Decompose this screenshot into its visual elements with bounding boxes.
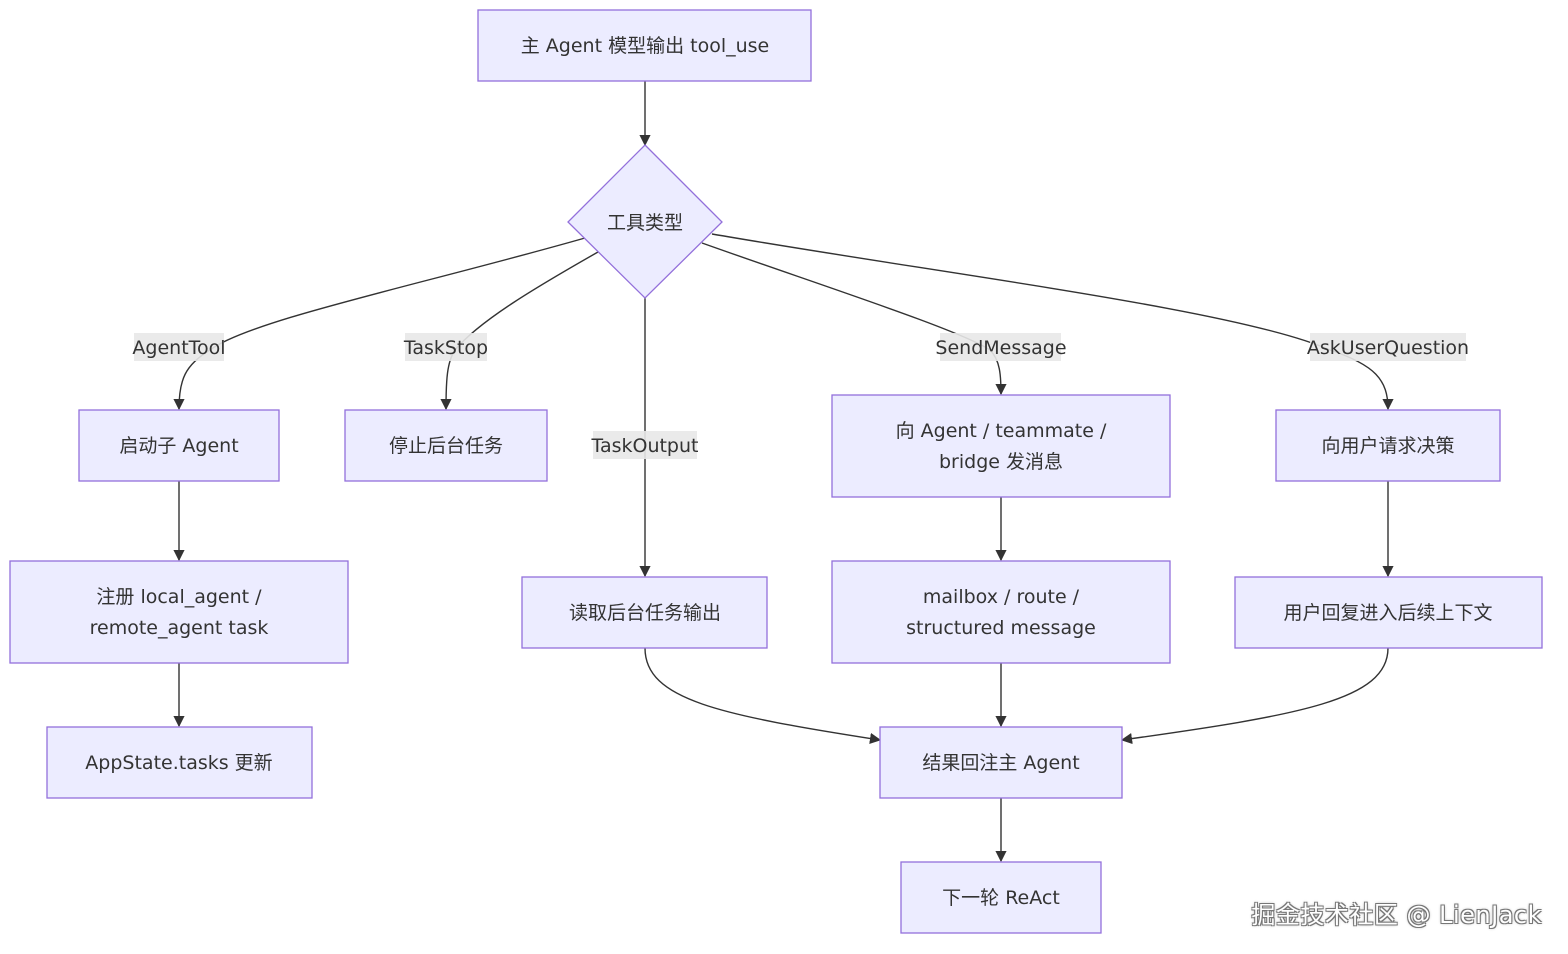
node-send-message-line-2: bridge 发消息 xyxy=(939,451,1063,473)
node-spawn-agent: 启动子 Agent xyxy=(78,409,280,482)
node-start: 主 Agent 模型输出 tool_use xyxy=(477,9,812,82)
node-mailbox-line-1: mailbox / route / xyxy=(923,586,1080,608)
edge-label-task-output-text: TaskOutput xyxy=(590,435,698,457)
node-next-react-text: 下一轮 ReAct xyxy=(942,887,1060,909)
node-result-back: 结果回注主 Agent xyxy=(879,726,1123,799)
edge-label-send-message-text: SendMessage xyxy=(935,337,1066,359)
node-result-back-text: 结果回注主 Agent xyxy=(922,752,1079,774)
node-decision: 工具类型 xyxy=(567,144,723,299)
node-appstate-text: AppState.tasks 更新 xyxy=(85,752,272,774)
edge-label-agent-tool-text: AgentTool xyxy=(132,337,225,359)
node-send-message-line-1: 向 Agent / teammate / xyxy=(896,420,1107,442)
edge-decision-to-ask-user xyxy=(711,233,1394,411)
node-user-reply-text: 用户回复进入后续上下文 xyxy=(1283,602,1492,624)
watermark: 掘金技术社区 @ LienJack xyxy=(1251,901,1542,929)
edge-label-send-message: SendMessage xyxy=(935,333,1067,361)
edge-label-ask-user-question-text: AskUserQuestion xyxy=(1307,337,1469,359)
node-next-react: 下一轮 ReAct xyxy=(900,861,1102,934)
edge-read-output-to-result xyxy=(644,647,882,744)
node-stop-task: 停止后台任务 xyxy=(344,409,548,482)
node-stop-task-text: 停止后台任务 xyxy=(389,435,503,457)
node-register-task-line-2: remote_agent task xyxy=(90,617,269,639)
node-ask-user-text: 向用户请求决策 xyxy=(1321,435,1454,457)
edge-decision-to-send-message xyxy=(701,242,1007,396)
node-mailbox: mailbox / route / structured message xyxy=(831,560,1171,664)
edge-label-task-stop: TaskStop xyxy=(403,333,488,361)
node-start-text: 主 Agent 模型输出 tool_use xyxy=(521,35,769,57)
node-read-output-text: 读取后台任务输出 xyxy=(569,602,721,624)
edge-label-task-output: TaskOutput xyxy=(590,431,699,459)
node-decision-text: 工具类型 xyxy=(607,212,683,234)
edge-decision-to-stop-task xyxy=(440,251,599,411)
node-register-task: 注册 local_agent / remote_agent task xyxy=(9,560,349,664)
edge-label-ask-user-question: AskUserQuestion xyxy=(1307,333,1469,361)
edge-reply-to-result xyxy=(1120,647,1389,745)
node-mailbox-line-2: structured message xyxy=(906,617,1096,639)
node-register-task-line-1: 注册 local_agent / xyxy=(96,586,262,608)
edge-label-task-stop-text: TaskStop xyxy=(403,337,488,359)
node-ask-user: 向用户请求决策 xyxy=(1275,409,1501,482)
node-appstate: AppState.tasks 更新 xyxy=(46,726,313,799)
node-send-message: 向 Agent / teammate / bridge 发消息 xyxy=(831,394,1171,498)
node-read-output: 读取后台任务输出 xyxy=(521,576,768,649)
node-spawn-agent-text: 启动子 Agent xyxy=(119,435,238,457)
node-user-reply: 用户回复进入后续上下文 xyxy=(1234,576,1543,649)
edge-label-agent-tool: AgentTool xyxy=(132,333,226,361)
edge-decision-to-spawn-agent xyxy=(173,237,586,411)
